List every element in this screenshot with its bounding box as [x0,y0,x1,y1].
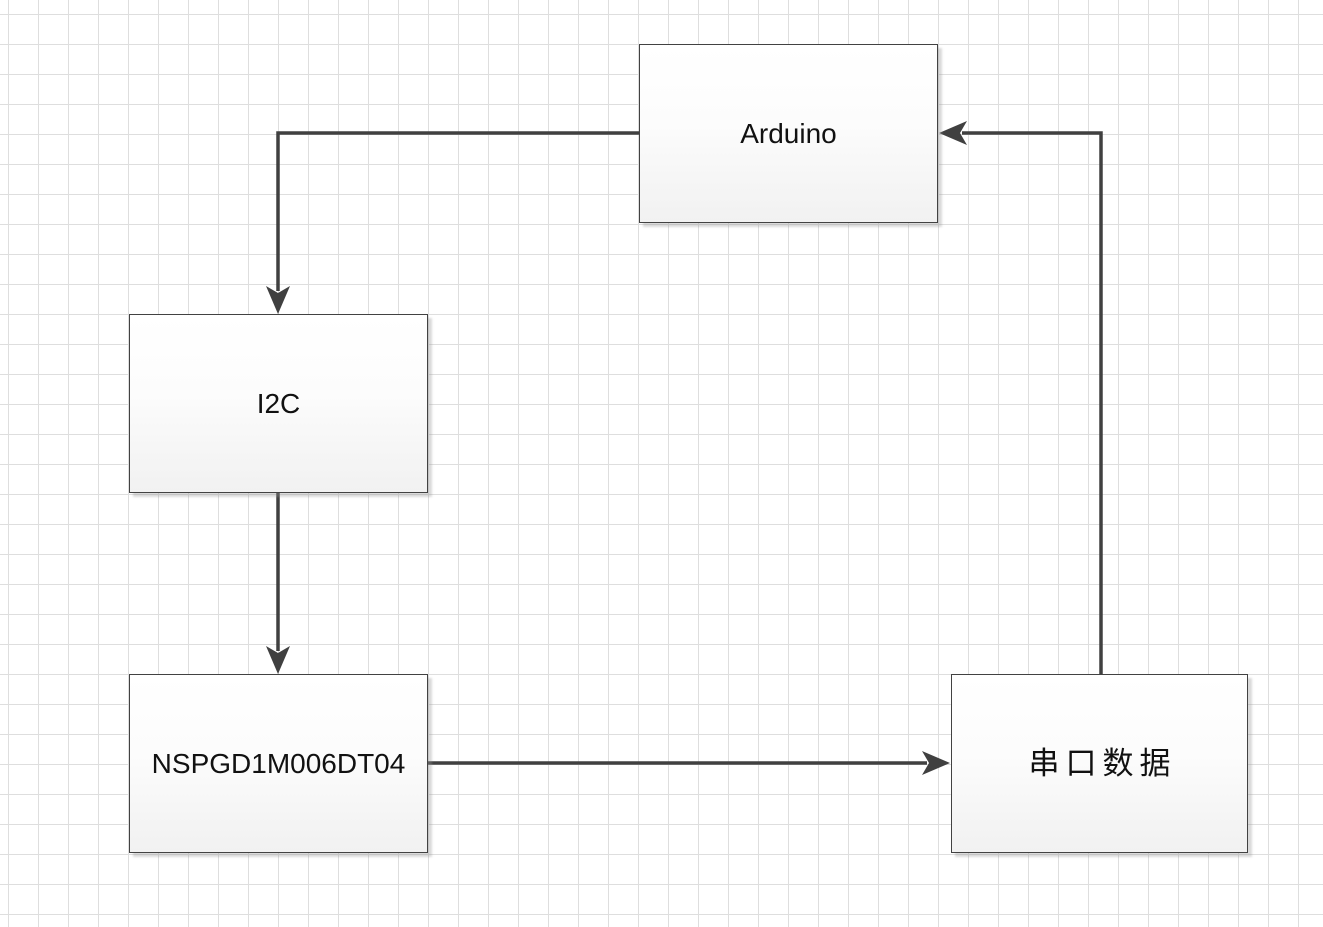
connector-arduino-to-i2c[interactable] [266,131,639,314]
arrowhead-left-icon [939,121,967,145]
connector-arduino-to-i2c-line[interactable] [276,131,639,291]
node-serial-data[interactable]: 串口数据 [951,674,1248,853]
connector-serial-to-arduino-line[interactable] [962,131,1103,674]
arrowhead-right-icon [922,751,950,775]
node-serial-data-label: 串口数据 [1028,745,1177,781]
node-i2c-label: I2C [256,387,301,419]
node-i2c[interactable]: I2C [129,314,428,493]
arrowhead-down-icon [266,286,290,314]
node-arduino[interactable]: Arduino [639,44,938,223]
arrowhead-down-icon [266,646,290,674]
node-arduino-label: Arduino [740,117,837,149]
connector-serial-to-arduino[interactable] [939,121,1103,674]
node-nspgd-label: NSPGD1M006DT04 [151,747,406,779]
connector-i2c-to-nspgd[interactable] [266,493,290,674]
connector-nspgd-to-serial[interactable] [428,751,950,775]
node-nspgd[interactable]: NSPGD1M006DT04 [129,674,428,853]
